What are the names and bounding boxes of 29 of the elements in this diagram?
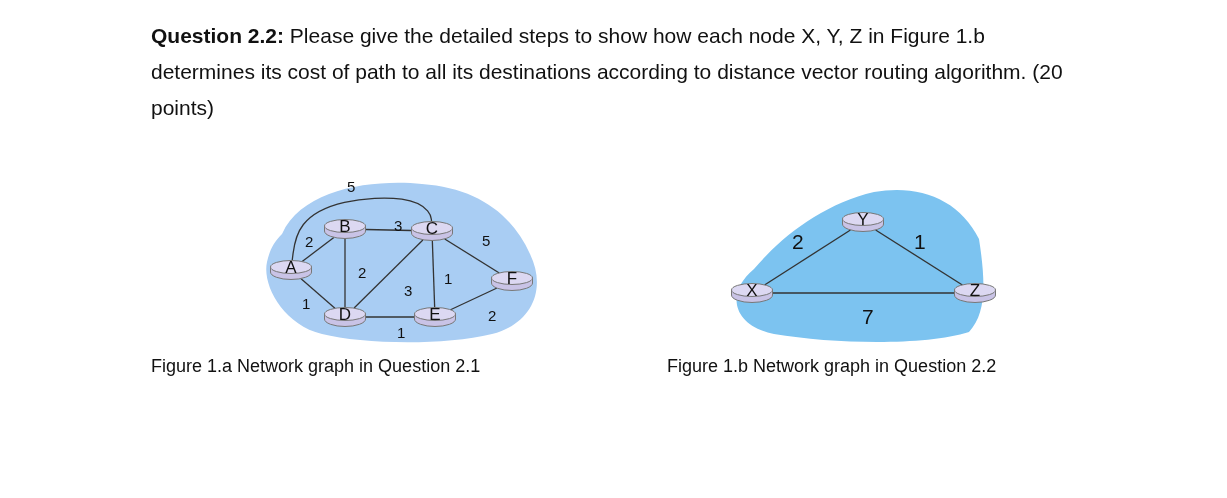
- link-cost: 7: [862, 306, 874, 328]
- link-line: [301, 236, 335, 263]
- link-line: [449, 287, 498, 311]
- figure-caption: Figure 1.b Network graph in Question 2.2: [667, 356, 997, 377]
- link-cost: 1: [302, 296, 311, 312]
- link-cost: 2: [358, 265, 367, 281]
- link-line: [431, 240, 436, 308]
- link-cost: 3: [394, 218, 403, 234]
- link-cost: 1: [397, 325, 406, 341]
- link-line: [365, 228, 412, 232]
- link-cost: 5: [347, 179, 356, 195]
- link-line: [291, 197, 433, 261]
- link-cost: 1: [444, 271, 453, 287]
- link-line: [444, 238, 500, 274]
- link-line: [772, 292, 955, 294]
- figure-caption: Figure 1.a Network graph in Question 2.1: [151, 356, 481, 377]
- link-line: [300, 278, 336, 309]
- link-cost: 3: [404, 283, 413, 299]
- link-line: [344, 238, 346, 308]
- link-line: [763, 229, 852, 286]
- link-cost: 1: [914, 231, 926, 253]
- link-cost: 2: [305, 234, 314, 250]
- question-text: Question 2.2: Please give the detailed steps to show how each node X, Y, Z in Figure 1.b determines its cost of path to all its destinations according to distance vector routing algorithm. (20 points): [151, 23, 1064, 121]
- link-cost: 5: [482, 233, 491, 249]
- link-cost: 2: [792, 231, 804, 253]
- link-cost: 2: [488, 308, 497, 324]
- link-line: [353, 239, 424, 309]
- link-line: [874, 229, 964, 286]
- link-line: [365, 316, 415, 318]
